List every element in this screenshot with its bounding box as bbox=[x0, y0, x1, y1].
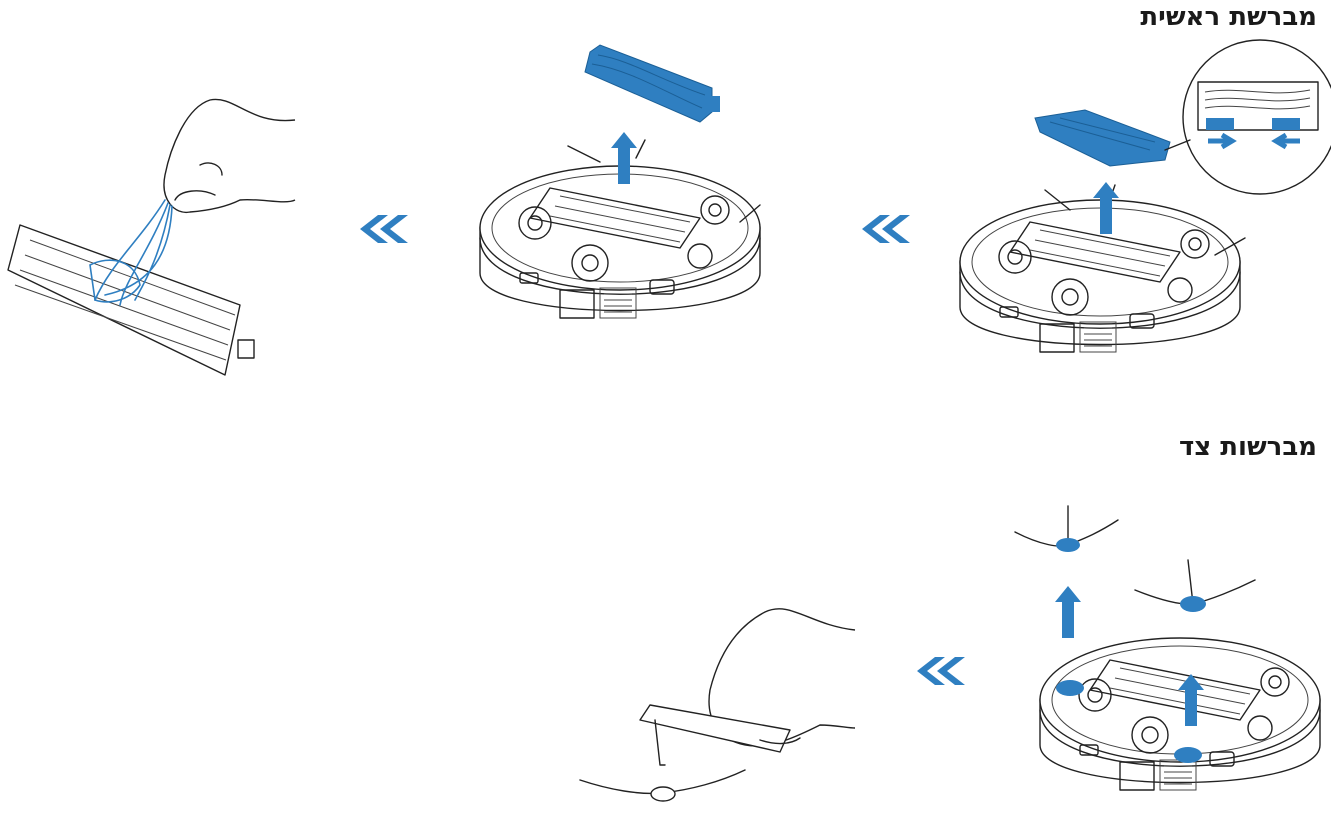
magnifier-detail bbox=[1165, 40, 1331, 194]
brush-cover-blue bbox=[1035, 110, 1170, 166]
up-arrow-icon bbox=[1055, 586, 1081, 638]
hand-cleaning-roller bbox=[8, 99, 295, 375]
robot-bottom bbox=[1040, 638, 1320, 790]
side-brush-removed-1 bbox=[1015, 506, 1118, 552]
side-brush-removed-2 bbox=[1135, 560, 1255, 612]
double-chevron-left-icon bbox=[917, 657, 965, 685]
main-brush-roller-blue bbox=[585, 45, 720, 122]
double-chevron-left-icon bbox=[360, 215, 408, 243]
hand-cleaning-side-brush bbox=[580, 609, 855, 801]
double-chevron-left-icon bbox=[862, 215, 910, 243]
